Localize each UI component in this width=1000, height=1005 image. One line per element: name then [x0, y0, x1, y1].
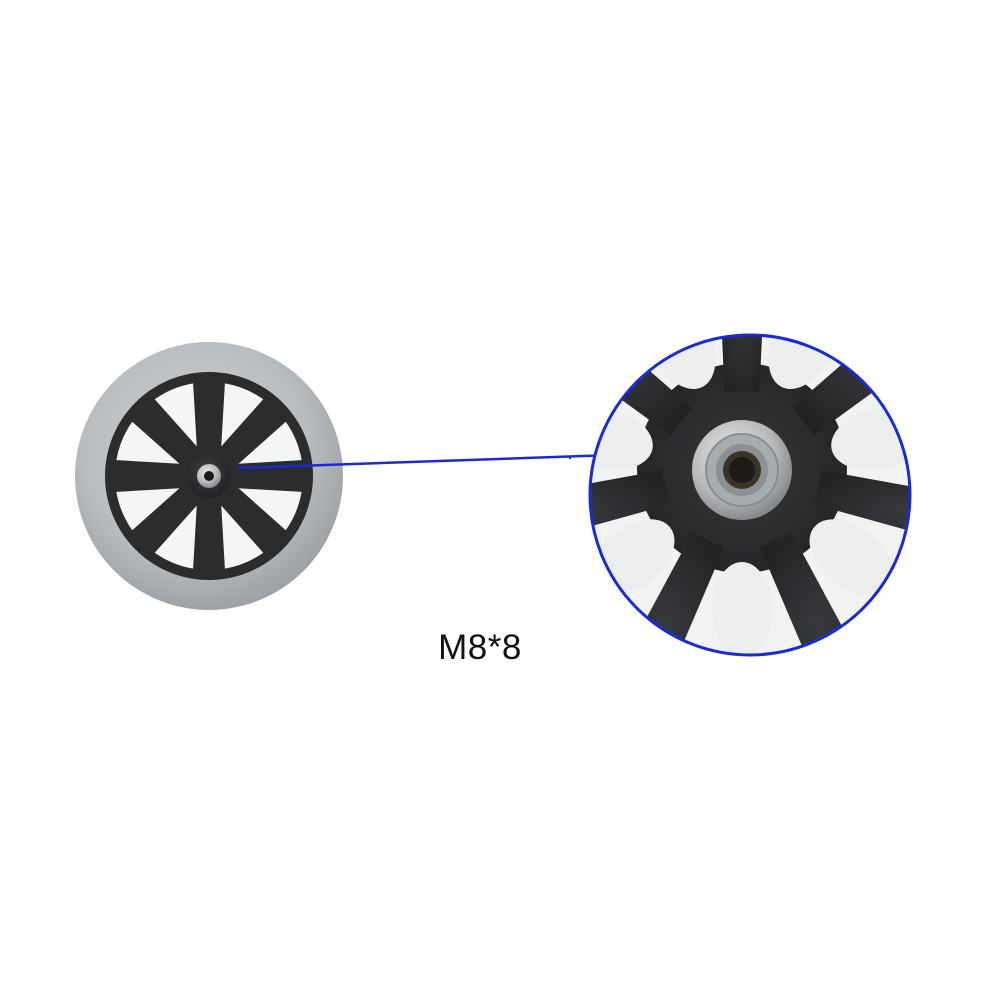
wheel-opening [221, 505, 264, 569]
wheel-full [75, 342, 343, 610]
detail-pocket [809, 519, 894, 596]
wheel-opening [221, 383, 264, 447]
detail-spoke [606, 532, 724, 655]
wheel-opening [154, 383, 197, 447]
wheel-opening [116, 421, 180, 464]
detail-frame [588, 333, 912, 657]
detail-spoke [760, 532, 878, 655]
detail-pocket [590, 407, 653, 470]
wheel-opening [238, 488, 302, 531]
wheel-opening [154, 505, 197, 569]
detail-spoke [716, 335, 768, 392]
detail-spoke [814, 470, 910, 553]
size-label: M8*8 [438, 628, 522, 667]
wheel-opening [116, 488, 180, 531]
wheel-opening [238, 421, 302, 464]
detail-spoke [590, 470, 670, 553]
detail-pocket [712, 562, 772, 655]
